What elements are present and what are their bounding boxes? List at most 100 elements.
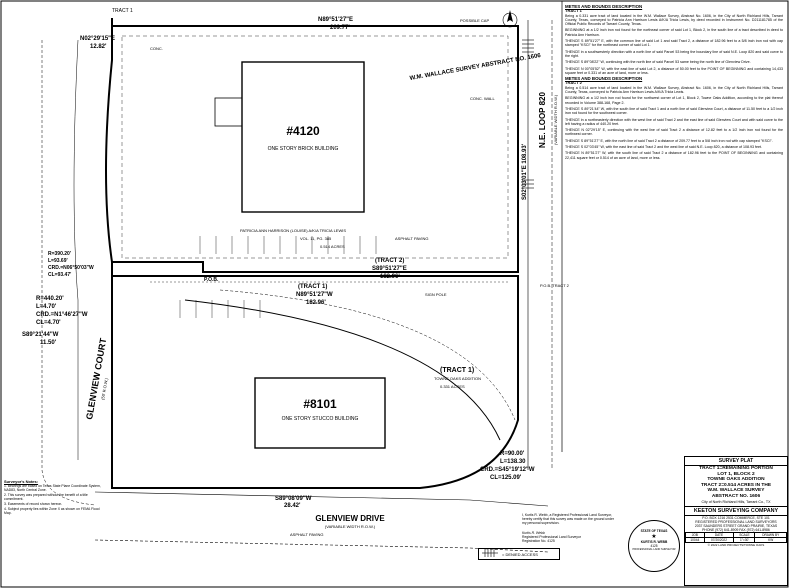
left-dist-mid: 11.50' xyxy=(40,340,57,346)
denied-access-loop xyxy=(522,39,534,189)
easement-arc-dashed xyxy=(219,289,516,421)
desc-sub-1: TRACT 1 xyxy=(565,8,582,14)
lot-4120-number: #4120 xyxy=(286,124,320,138)
seal-star-icon: ★ xyxy=(651,534,657,540)
survey-name: W.M. WALLACE SURVEY ABSTRACT NO. 1606 xyxy=(409,53,542,82)
owner-ref: VOL. 11, PG. 385 xyxy=(300,236,332,241)
surveyor-cert-text: I, Kurtis R. Webb, a Registered Professi… xyxy=(522,513,614,525)
plat-tract-top: TRACT 1 xyxy=(112,8,133,14)
area-tract2: 0.514 ACRES xyxy=(320,244,345,249)
tract1-bearing: N89°51'27"W xyxy=(296,292,333,298)
title-line-4: W.M. WALLACE SURVEY xyxy=(707,488,765,494)
title-city: City of North Richland Hills, Tarrant Co… xyxy=(701,499,771,504)
seal-name: KURTIS R. WEBB xyxy=(640,540,668,544)
glenview-drive-curb-south xyxy=(94,539,549,553)
legend-label: = DENIED ACCESS xyxy=(502,552,538,557)
surveyor-note-1: 1. Bearings are based on Texas State Pla… xyxy=(4,484,101,492)
surveyor-notes-title: Surveyor's Notes: xyxy=(4,479,39,484)
parking-stripes-tract2 xyxy=(199,236,377,254)
pob-label: P.O.B. xyxy=(204,277,219,283)
area-tract1: 0.331 ACRES xyxy=(440,384,465,389)
desc-para-2: BEGINNING at a 1/2 inch iron rod found f… xyxy=(565,28,783,37)
title-line-0: TRACT 1=REMAINING PORTION xyxy=(699,466,773,471)
lot-8101-building: ONE STORY STUCCO BUILDING xyxy=(282,416,359,422)
tract1b-sub: TOWNE OAKS ADDITION xyxy=(434,376,481,381)
glenview-drive-label: GLENVIEW DRIVE xyxy=(315,514,385,523)
curve2-l: L=4.70' xyxy=(36,304,57,310)
surveyor-note-2: 2. This survey was prepared without the … xyxy=(4,493,88,501)
title-line-3: TRACT 2=0.514 ACRES IN THE xyxy=(700,482,772,488)
desc-para-12: THENCE S 89°51'27" E, with the north lin… xyxy=(565,138,773,143)
glenview-drive-curb-north xyxy=(94,491,549,507)
curve3-r: R=90.00' xyxy=(500,451,525,457)
company-address-0: P.O. BOX 1216 2531 COMMERCE, STE 101 xyxy=(702,515,770,520)
surveyor-seal: STATE OF TEXAS ★ KURTIS R. WEBB 4125 PRO… xyxy=(628,520,680,572)
tb-val-date: 07/20/2022 xyxy=(703,536,735,543)
pob-tract2: P.O.B. TRACT 2 xyxy=(540,283,570,288)
surveyor-certification: I, Kurtis R. Webb, a Registered Professi… xyxy=(522,513,614,543)
desc-para-4: THENCE in a southwesterly direction with… xyxy=(565,49,783,58)
building-8101 xyxy=(254,377,386,449)
curve3-l: L=138.30 xyxy=(500,459,526,465)
curve2-r: R=440.20' xyxy=(36,296,64,302)
denied-access-symbol xyxy=(482,549,498,557)
curve3-crd: CRD.=S45°19'12"W xyxy=(480,467,535,473)
desc-para-11: THENCE N 02°29'15" E, continuing with th… xyxy=(565,128,783,137)
loop-820-bearing: S02°03'01"E 108.93' xyxy=(522,143,528,200)
curve1-crd: CRD.=N06°50'03"W xyxy=(48,265,94,271)
building-4120-annex xyxy=(214,97,243,127)
desc-para-6: THENCE N 00°05'52" W, with the east line… xyxy=(565,66,783,75)
desc-title-2: METES AND BOUNDS DESCRIPTION xyxy=(565,76,643,82)
surveyor-signature-name: Kurtis R. Webb xyxy=(522,531,545,535)
pole-label-3: SIGN POLE xyxy=(425,292,447,297)
title-line-2: TOWNE OAKS ADDITION xyxy=(707,477,765,483)
left-bearing-mid: S89°21'44"W xyxy=(22,332,59,338)
tract2-dist: 182.96' xyxy=(380,274,400,280)
glenview-drive-sub: (VARIABLE WIDTH R.O.W.) xyxy=(325,524,376,529)
company-address-3: PHONE (972) 641-8909 FAX (972) 641-8986 xyxy=(702,527,770,532)
setback-tract2 xyxy=(121,35,509,259)
desc-para-7: Being a 0.514 acre tract of land located… xyxy=(565,85,783,95)
seal-num: 4125 xyxy=(650,544,658,548)
curve2-cl: CL=4.70' xyxy=(36,320,61,326)
tb-val-scale: 1"=30' xyxy=(733,536,756,543)
bottom-dist: 28.42' xyxy=(284,503,301,509)
tract2-bearing: S89°51'27"E xyxy=(372,266,407,272)
desc-para-1: Being a 0.331 acre tract of land located… xyxy=(565,13,783,27)
title-line-1: LOT 1, BLOCK 2 xyxy=(717,471,755,477)
asphalt-label: ASPHALT PAVING xyxy=(290,532,324,537)
glenview-court-curb-east xyxy=(73,39,79,460)
company-address-2: 2037 SAUNDERS STREET GRAND PRAIRIE, TEXA… xyxy=(694,523,778,528)
desc-para-14: THENCE N 89°51'27" W, with the south lin… xyxy=(565,151,783,160)
lot-4120-building: ONE STORY BRICK BUILDING xyxy=(268,146,339,152)
tract1-label: (TRACT 1) xyxy=(298,284,327,290)
pole-label-4: CONC. WALL xyxy=(470,96,496,101)
tract1b-label: (TRACT 1) xyxy=(440,367,474,374)
lot-8101-number: #8101 xyxy=(303,397,337,411)
seal-state: STATE OF TEXAS xyxy=(640,529,668,533)
tract2-label: (TRACT 2) xyxy=(375,258,404,264)
tb-val-job: 10044 xyxy=(685,536,705,543)
top-bearing: N89°51'27"E xyxy=(318,17,353,23)
parking-stripes-tract1 xyxy=(179,300,261,318)
tract1-dist: 182.96' xyxy=(306,300,326,306)
desc-para-9: THENCE S 89°21'44" W, with the south lin… xyxy=(565,106,783,116)
desc-para-13: THENCE S 02°03'45" W, with the east line… xyxy=(565,145,762,150)
top-dist: 209.77' xyxy=(330,25,350,31)
tract-1-boundary xyxy=(111,262,519,489)
tb-val-drawn: KW xyxy=(754,536,787,543)
curve1-l: L=93.69' xyxy=(48,258,68,264)
desc-sub-2: TRACT 2 xyxy=(565,80,582,86)
left-dist-top: 12.82' xyxy=(90,44,107,50)
desc-title-1: METES AND BOUNDS DESCRIPTION xyxy=(565,4,643,9)
curve2-crd: CRD.=N1°46'27"W xyxy=(36,312,88,318)
title-footer: © 2022 LAND PROJECTS/TOWNE OAKS xyxy=(707,542,765,547)
desc-para-10: THENCE in a northeasterly direction with… xyxy=(565,117,783,126)
pole-label-0: POSSIBLE CAP xyxy=(460,18,489,23)
glenview-court-sub: (50' R.O.W.) xyxy=(100,377,109,400)
desc-para-8: BEGINNING at a 1/2 inch iron rod found f… xyxy=(565,96,783,105)
surveyor-notes: Surveyor's Notes: 1. Bearings are based … xyxy=(4,480,104,516)
glenview-court-curb-west xyxy=(41,40,96,506)
